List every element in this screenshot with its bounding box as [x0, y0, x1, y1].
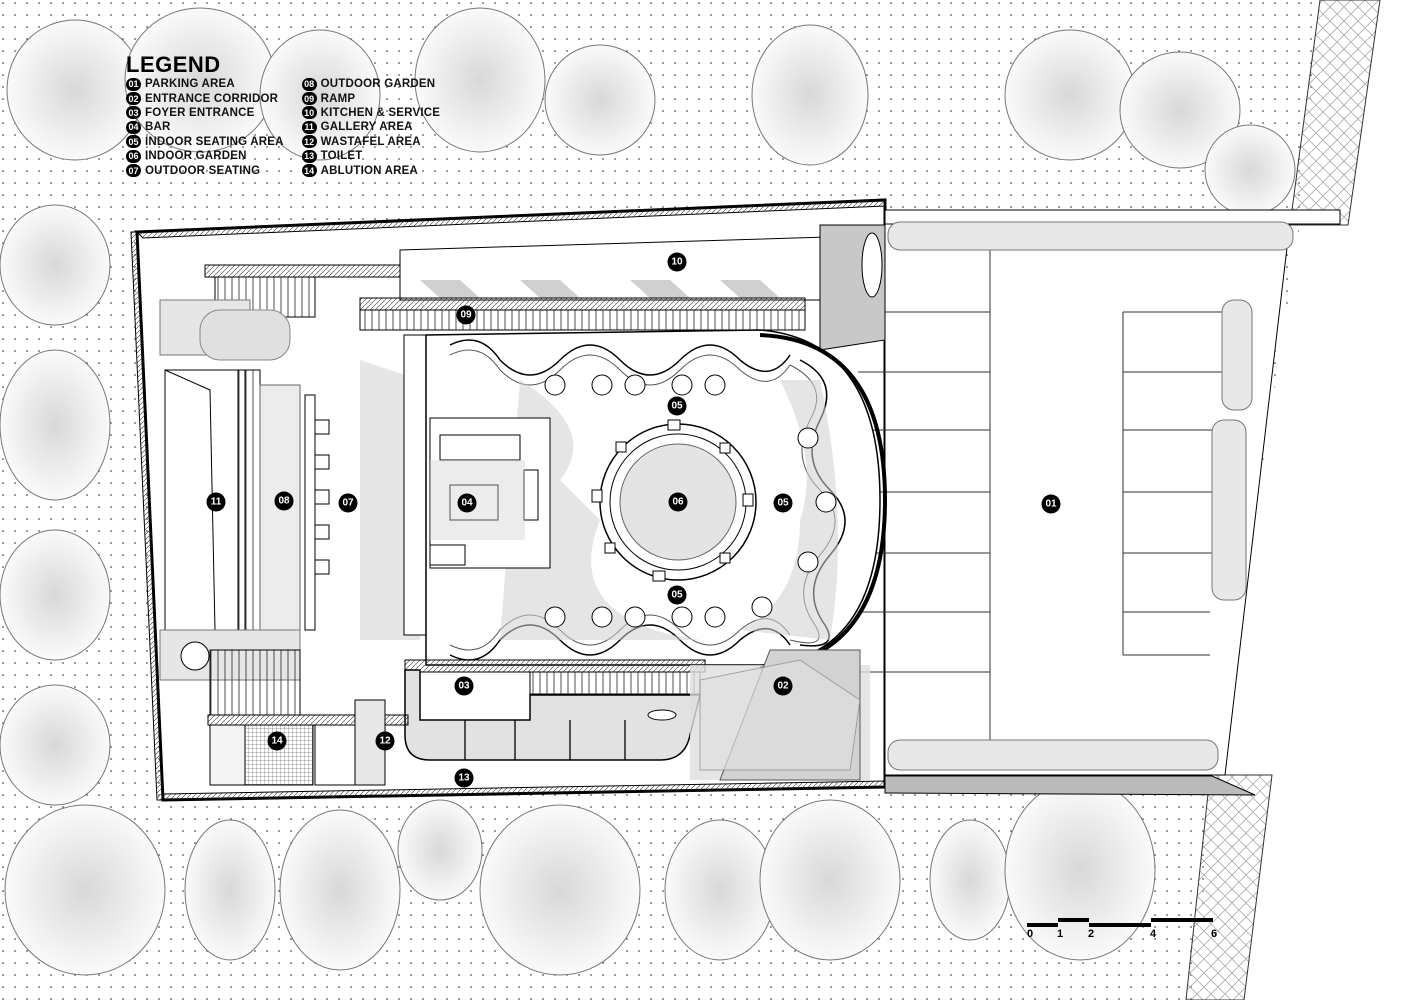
scale-label: 0 — [1026, 928, 1034, 940]
legend-number-badge: 06 — [126, 149, 141, 163]
legend-number-badge: 03 — [126, 106, 141, 120]
scale-label: 4 — [1149, 928, 1157, 940]
room-tag-01: 01 — [1041, 494, 1061, 514]
parking-lot — [858, 209, 1341, 796]
legend-column-left: 01 PARKING AREA 02 ENTRANCE CORRIDOR 03 FOY… — [126, 77, 284, 178]
room-tag-05: 05 — [773, 493, 793, 513]
legend-number-badge: 12 — [301, 135, 317, 149]
legend-label: BAR — [145, 121, 171, 134]
legend-label: OUTDOOR SEATING — [145, 164, 261, 177]
room-tag-07: 07 — [338, 493, 358, 513]
main-hall — [425, 329, 888, 670]
room-tag-06: 06 — [668, 492, 688, 512]
legend-label: PARKING AREA — [145, 78, 235, 91]
legend: LEGEND 01 PARKING AREA 02 ENTRANCE CORRIDO… — [126, 54, 440, 178]
bar-counter — [429, 417, 551, 569]
scale-segment — [1151, 918, 1213, 922]
legend-label: FOYER ENTRANCE — [145, 106, 255, 119]
scale-segment — [1027, 923, 1058, 927]
legend-item: 01 PARKING AREA — [126, 77, 284, 91]
legend-number-badge: 02 — [126, 92, 141, 106]
legend-label: GALLERY AREA — [320, 121, 413, 134]
legend-item: 03 FOYER ENTRANCE — [126, 106, 284, 120]
legend-label: INDOOR SEATING AREA — [145, 135, 284, 148]
room-tag-03: 03 — [454, 676, 474, 696]
legend-label: KITCHEN & SERVICE — [320, 106, 441, 119]
room-tag-05: 05 — [667, 396, 687, 416]
garden-patches — [199, 309, 861, 771]
scale-segment — [1058, 918, 1089, 922]
legend-item: 02 ENTRANCE CORRIDOR — [126, 91, 284, 106]
kitchen-service-area — [359, 224, 886, 351]
legend-number-badge: 10 — [301, 106, 317, 120]
legend-number-badge: 05 — [126, 135, 141, 149]
legend-number-badge: 13 — [301, 149, 317, 163]
legend-label: RAMP — [320, 92, 356, 105]
legend-number-badge: 07 — [126, 164, 141, 178]
room-tag-10: 10 — [667, 252, 687, 272]
scale-bar: 0 1 2 4 6 — [1026, 918, 1218, 948]
room-tag-04: 04 — [457, 493, 477, 513]
legend-label: ENTRANCE CORRIDOR — [145, 92, 279, 105]
room-tag-14: 14 — [267, 731, 287, 751]
legend-title: LEGEND — [126, 52, 221, 77]
legend-label: OUTDOOR GARDEN — [320, 78, 436, 91]
legend-number-badge: 14 — [301, 164, 317, 178]
legend-item: 04 BAR — [126, 120, 284, 134]
legend-item: 06 INDOOR GARDEN — [126, 149, 284, 163]
legend-item: 05 INDOOR SEATING AREA — [126, 135, 284, 149]
legend-number-badge: 01 — [126, 77, 141, 91]
scale-label: 6 — [1210, 928, 1218, 940]
scale-segment — [1089, 923, 1151, 927]
legend-label: TOILET — [320, 150, 363, 163]
room-tag-13: 13 — [454, 768, 474, 788]
trees-bottom — [4, 779, 1156, 976]
legend-label: ABLUTION AREA — [320, 164, 418, 177]
legend-number-badge: 09 — [301, 92, 317, 106]
room-tag-05: 05 — [667, 585, 687, 605]
room-tag-09: 09 — [456, 305, 476, 325]
trees-top — [6, 7, 1296, 216]
room-tag-12: 12 — [375, 731, 395, 751]
scale-label: 2 — [1087, 928, 1095, 940]
legend-number-badge: 08 — [301, 77, 317, 91]
west-wing — [159, 264, 427, 681]
scale-label: 1 — [1056, 928, 1064, 940]
legend-item: 07 OUTDOOR SEATING — [126, 163, 284, 178]
paved-sidewalk-top — [1289, 0, 1381, 226]
room-tag-08: 08 — [274, 491, 294, 511]
room-tag-11: 11 — [206, 492, 226, 512]
legend-number-badge: 11 — [301, 120, 317, 134]
trees-left — [0, 204, 111, 806]
legend-label: WASTAFEL AREA — [320, 135, 421, 148]
paved-sidewalk-bottom — [1185, 774, 1273, 1000]
legend-number-badge: 04 — [126, 120, 141, 134]
legend-label: INDOOR GARDEN — [145, 150, 247, 163]
room-tag-02: 02 — [773, 676, 793, 696]
